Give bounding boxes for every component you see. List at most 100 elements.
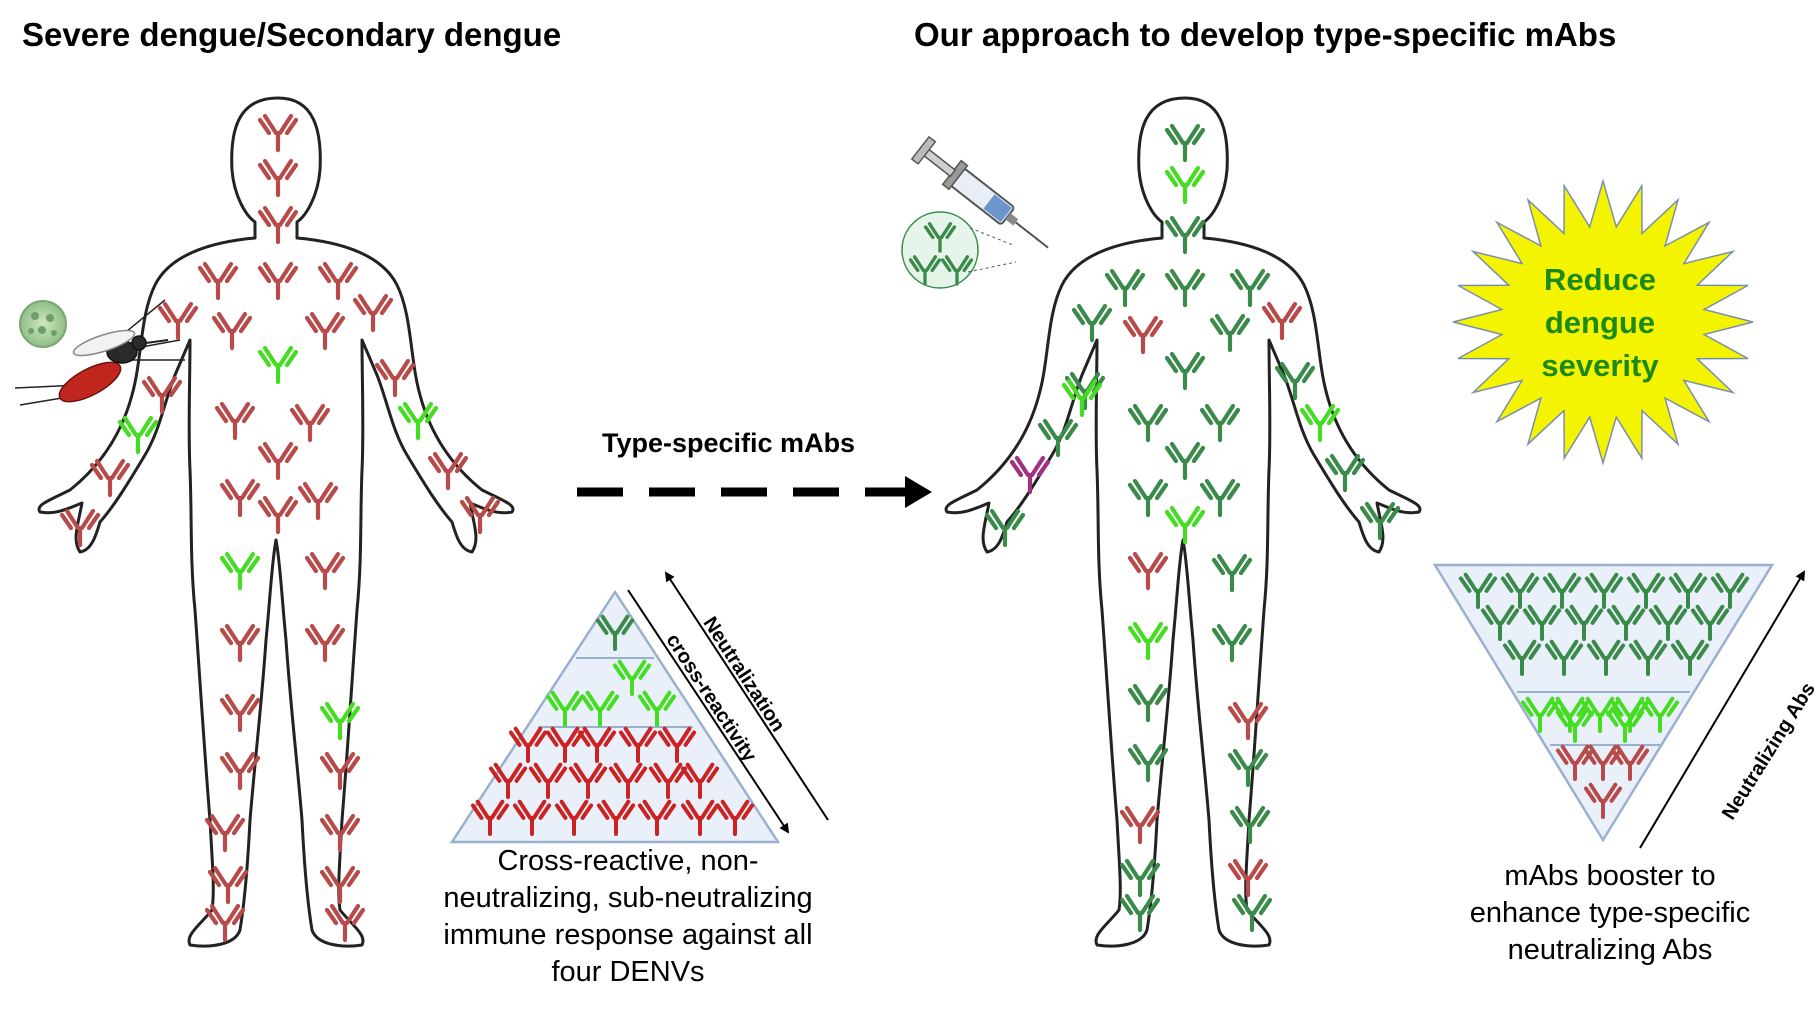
type-specific-antibody-icon [1164, 441, 1206, 481]
cross-reactive-antibody-icon [219, 623, 261, 663]
type-specific-antibody-icon [1274, 361, 1316, 401]
pyramid-middle-antibody [545, 690, 585, 727]
cross-reactive-antibody-icon [157, 301, 199, 341]
right-caption-line: mAbs booster to [1504, 860, 1716, 892]
pyramid-bottom-antibody [577, 726, 617, 763]
right-panel-title: Our approach to develop type-specific mA… [914, 16, 1617, 53]
cross-reactive-antibody-icon [319, 813, 361, 853]
cross-reactive-antibody-icon [207, 865, 249, 905]
syringe-icon [910, 135, 1049, 249]
magnified-antibody-icon [923, 222, 957, 253]
pyramid-bottom-antibody [508, 726, 548, 763]
mosquito-icon [14, 299, 185, 406]
cross-reactive-antibody-icon [89, 458, 131, 498]
cross-reactive-antibody-icon [211, 311, 253, 351]
burst-line: dengue [1544, 305, 1656, 340]
type-specific-antibody-icon [1127, 403, 1169, 443]
pyramid-bottom-antibody [618, 726, 658, 763]
type-specific-antibody-icon [1359, 501, 1401, 541]
type-specific-antibody-icon [1211, 553, 1253, 593]
pyramid-middle-antibody [580, 690, 620, 727]
cross-reactive-antibody-icon [304, 311, 346, 351]
funnel-top-antibody [1648, 604, 1688, 641]
pyramid-bottom-antibody [648, 762, 688, 799]
type-specific-antibody-icon [1199, 403, 1241, 443]
type-specific-antibody-icon [1119, 805, 1161, 845]
cross-reactive-antibody-icon [257, 158, 299, 198]
type-specific-antibody-icon [1229, 268, 1271, 308]
funnel-top-antibody [1628, 639, 1668, 676]
cross-reactive-antibody-icon [59, 508, 101, 548]
funnel-top-antibody [1606, 604, 1646, 641]
funnel-bottom-antibody [1555, 744, 1595, 781]
type-specific-antibody-icon [1071, 303, 1113, 343]
type-specific-antibody-icon [1261, 301, 1303, 341]
pyramid-bottom-antibody [528, 762, 568, 799]
cross-reactive-antibody-icon [304, 551, 346, 591]
right-caption-line: neutralizing Abs [1507, 934, 1713, 966]
burst-line: Reduce [1544, 262, 1656, 297]
funnel-top-antibody [1586, 639, 1626, 676]
burst-text: Reduce dengue severity [1500, 258, 1700, 387]
cross-reactive-antibody-icon [117, 415, 159, 455]
cross-reactivity-arrow [627, 589, 790, 834]
cross-reactive-antibody-icon [197, 261, 239, 301]
type-specific-antibody-icon [1037, 418, 1079, 458]
pyramid-bottom-antibody [680, 799, 720, 836]
type-specific-antibody-icon [1164, 505, 1206, 545]
funnel-top-antibody [1458, 572, 1498, 609]
cross-reactive-antibody-icon [257, 495, 299, 535]
cross-reactive-antibody-icon [459, 495, 501, 535]
type-specific-antibody-icon [1164, 215, 1206, 255]
cross-reactive-antibody-icon [219, 693, 261, 733]
cross-reactive-antibody-icon [324, 903, 366, 943]
funnel-bottom-antibody [1610, 744, 1650, 781]
cross-reactive-antibody-icon [319, 751, 361, 791]
type-specific-antibody-icon [1164, 123, 1206, 163]
type-specific-antibody-icon [1127, 743, 1169, 783]
type-specific-antibody-icon [1122, 315, 1164, 355]
antibody-layer [59, 113, 1750, 943]
type-specific-antibody-icon [1104, 268, 1146, 308]
pyramid-bottom-antibody [680, 762, 720, 799]
type-specific-antibody-icon [1127, 478, 1169, 518]
pyramid-axis-arrows [627, 570, 1806, 849]
type-specific-antibody-icon [1119, 893, 1161, 933]
type-specific-antibody-icon [1209, 313, 1251, 353]
left-caption-line: Cross-reactive, non- [497, 845, 759, 877]
cross-reactive-antibody-icon [204, 903, 246, 943]
type-specific-antibody-icon [1164, 351, 1206, 391]
funnel-top-antibody [1690, 604, 1730, 641]
cross-reactive-antibody-icon [397, 401, 439, 441]
cross-reactive-antibody-icon [257, 345, 299, 385]
type-specific-antibody-icon [1127, 621, 1169, 661]
right-caption-line: enhance type-specific [1469, 897, 1751, 929]
funnel-top-antibody [1670, 639, 1710, 676]
type-specific-antibody-icon [1227, 748, 1269, 788]
cross-reactive-antibody-icon [257, 205, 299, 245]
cross-reactive-antibody-icon [352, 293, 394, 333]
type-specific-antibody-icon [1127, 551, 1169, 591]
arrow-label: Type-specific mAbs [602, 428, 856, 458]
type-specific-antibody-icon [1229, 805, 1271, 845]
pyramid-top-antibody [595, 614, 635, 651]
virus-particle-icon [19, 300, 67, 348]
cross-reactive-antibody-icon [319, 701, 361, 741]
type-specific-antibody-icon [1231, 893, 1273, 933]
funnel-top-antibody [1522, 604, 1562, 641]
funnel-middle-antibody [1520, 696, 1560, 733]
pyramid-bottom-antibody [545, 726, 585, 763]
funnel-top-antibody [1626, 572, 1666, 609]
type-specific-antibody-icon [1127, 683, 1169, 723]
funnel-bottom-antibody [1583, 744, 1623, 781]
magnified-antibody-icon [940, 255, 974, 286]
cross-reactive-antibody-icon [374, 358, 416, 398]
funnel-middle-antibody [1580, 696, 1620, 733]
cross-reactive-antibody-icon [427, 451, 469, 491]
type-specific-antibody-icon [984, 508, 1026, 548]
funnel-top-antibody [1502, 639, 1542, 676]
funnel-top-antibody [1542, 572, 1582, 609]
funnel-top-antibody [1480, 604, 1520, 641]
type-specific-antibody-icon [1009, 455, 1051, 495]
